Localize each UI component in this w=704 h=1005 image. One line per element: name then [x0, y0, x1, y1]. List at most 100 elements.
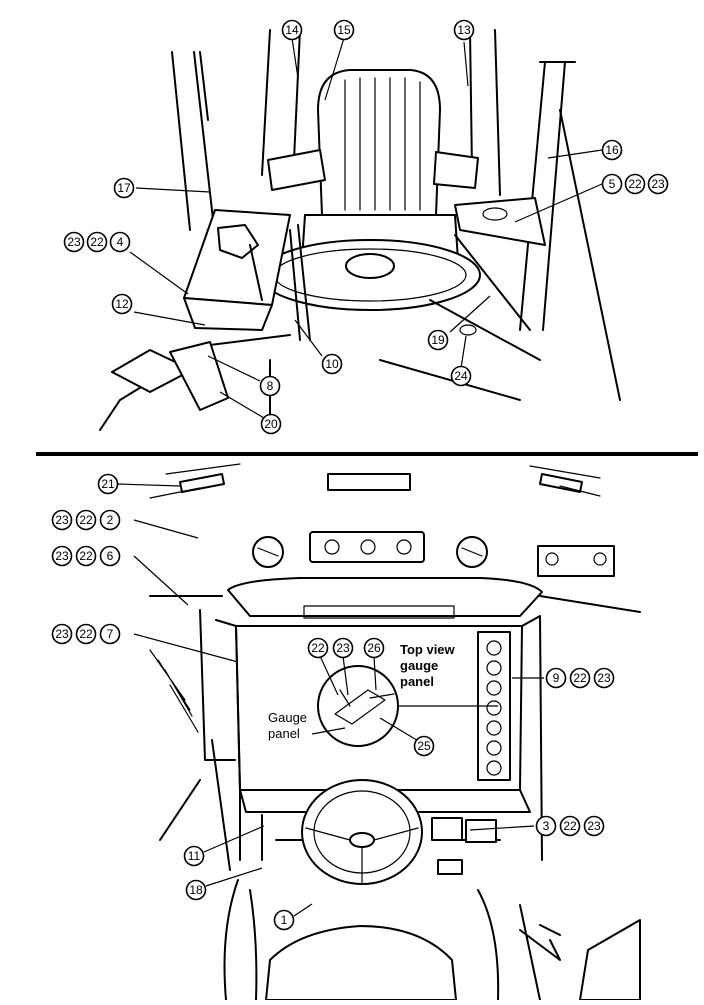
callout-26: 26: [363, 637, 385, 659]
svg-text:23: 23: [587, 819, 601, 833]
windshield-frame: [215, 615, 543, 861]
callout-23: 23: [332, 637, 354, 659]
joystick-shaft: [249, 244, 263, 301]
callout-22: 22: [86, 231, 108, 253]
callout-25: 25: [413, 735, 435, 757]
callout-11: 11: [183, 845, 205, 867]
callout-22: 22: [569, 667, 591, 689]
floor-socket: [459, 324, 477, 336]
right-display-1: [431, 817, 463, 841]
left-armrest-front: [223, 879, 258, 1001]
callout-16: 16: [601, 139, 623, 161]
right-floor-edge: [429, 234, 541, 361]
callouts-bottom: 21 23 22 2 23 22 6 23 22 7 22 23 26 9 22…: [51, 473, 615, 931]
top-view-label-line2: gauge: [400, 658, 438, 673]
right-door-edge: [559, 109, 621, 401]
callout-15: 15: [333, 19, 355, 41]
corner-panel: [579, 919, 641, 1001]
svg-text:18: 18: [189, 883, 203, 897]
console-front: [183, 297, 273, 331]
callout-4: 4: [109, 231, 131, 253]
top-view-label-line3: panel: [400, 674, 434, 689]
right-shelf: [454, 197, 546, 246]
dome-light-right: [539, 473, 583, 493]
right-display-2: [465, 819, 497, 843]
operator-seat: [265, 925, 457, 1001]
callout-3: 3: [535, 815, 557, 837]
upper-vents: [303, 605, 455, 619]
overhead-switch-panel: [309, 531, 425, 563]
svg-text:16: 16: [605, 143, 619, 157]
right-switch: [437, 859, 463, 875]
rear-left-post: [261, 29, 301, 176]
svg-text:25: 25: [417, 739, 431, 753]
left-hatching: [149, 649, 199, 733]
callout-23: 23: [583, 815, 605, 837]
radio: [537, 545, 615, 577]
callout-22: 22: [624, 173, 646, 195]
svg-text:12: 12: [115, 297, 129, 311]
svg-text:23: 23: [55, 513, 69, 527]
svg-text:2: 2: [107, 513, 114, 527]
svg-text:23: 23: [651, 177, 665, 191]
callout-23: 23: [63, 231, 85, 253]
dome-light-left: [179, 473, 225, 493]
callout-22: 22: [75, 509, 97, 531]
callout-2: 2: [99, 509, 121, 531]
svg-text:5: 5: [609, 177, 616, 191]
svg-text:23: 23: [336, 641, 350, 655]
svg-text:4: 4: [117, 235, 124, 249]
svg-text:23: 23: [597, 671, 611, 685]
roof-lines: [149, 463, 601, 499]
callout-18: 18: [185, 879, 207, 901]
text-labels: Top view gauge panel Gauge panel: [268, 642, 456, 741]
svg-text:13: 13: [457, 23, 471, 37]
svg-text:17: 17: [117, 181, 131, 195]
left-armrest: [267, 149, 326, 191]
callout-9: 9: [545, 667, 567, 689]
svg-text:22: 22: [79, 549, 93, 563]
svg-text:20: 20: [264, 417, 278, 431]
left-door-pillar: [159, 609, 236, 871]
callout-17: 17: [113, 177, 135, 199]
svg-text:22: 22: [573, 671, 587, 685]
cab-front-view: [149, 463, 641, 1001]
steering-hub-front: [349, 832, 375, 848]
pedal-lever: [289, 224, 311, 341]
svg-text:11: 11: [188, 849, 201, 863]
svg-text:22: 22: [90, 235, 104, 249]
callouts-top: 14 15 13 16 5 22 23 17 23 22 4 12 10 19 …: [63, 19, 669, 435]
svg-text:23: 23: [55, 627, 69, 641]
callout-12: 12: [111, 293, 133, 315]
left-cab-post: [171, 51, 215, 231]
svg-text:21: 21: [101, 477, 115, 491]
svg-text:14: 14: [285, 23, 299, 37]
gauge-panel-label-line2: panel: [268, 726, 300, 741]
callout-23: 23: [51, 545, 73, 567]
svg-text:10: 10: [325, 357, 339, 371]
right-lever: [519, 924, 561, 961]
svg-text:24: 24: [454, 369, 468, 383]
top-view-label-line1: Top view: [400, 642, 456, 657]
gauge-panel-label-line1: Gauge: [268, 710, 307, 725]
svg-text:22: 22: [628, 177, 642, 191]
svg-text:9: 9: [553, 671, 560, 685]
callout-6: 6: [99, 545, 121, 567]
cup-holder: [482, 207, 508, 221]
seat-backrest: [317, 69, 441, 216]
svg-text:6: 6: [107, 549, 114, 563]
callout-22: 22: [307, 637, 329, 659]
svg-text:7: 7: [107, 627, 114, 641]
operator-cab-top-view: [99, 29, 621, 431]
svg-text:8: 8: [267, 379, 274, 393]
roof-vent: [327, 473, 411, 491]
steering-hub: [345, 253, 395, 279]
callout-8: 8: [259, 375, 281, 397]
right-console-front: [477, 889, 541, 1001]
inset-detail: [334, 689, 395, 725]
callout-19: 19: [427, 329, 449, 351]
svg-text:15: 15: [337, 23, 351, 37]
callout-1: 1: [273, 909, 295, 931]
